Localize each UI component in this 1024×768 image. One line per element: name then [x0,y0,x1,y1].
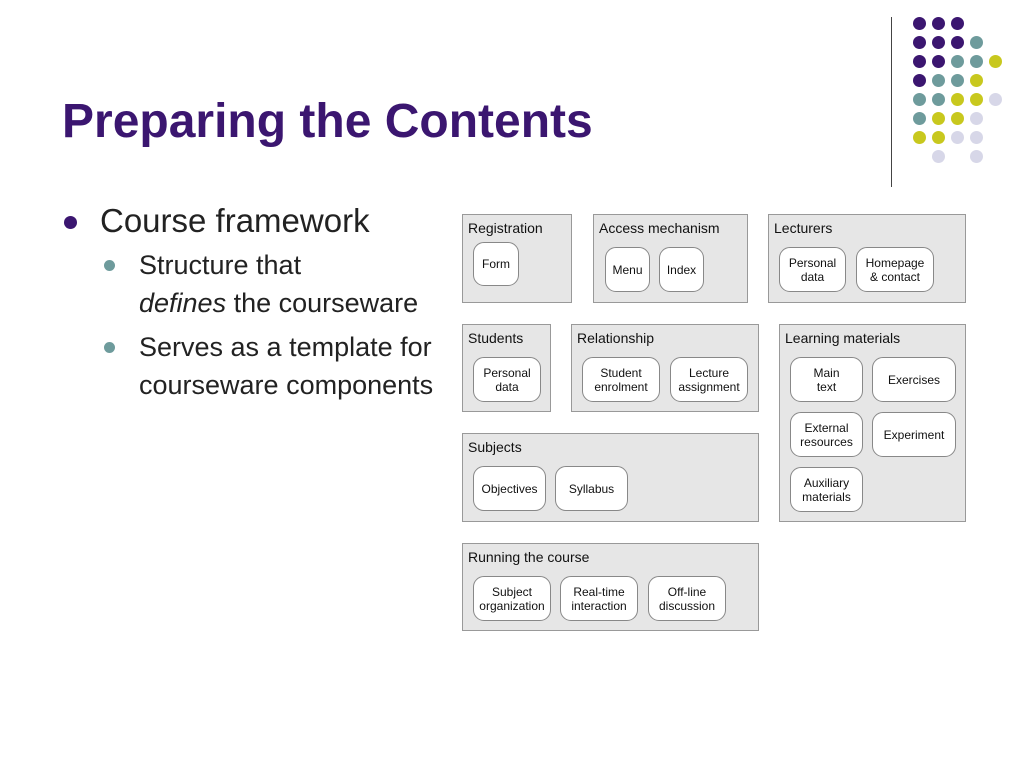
decorative-dot [951,112,964,125]
box-index: Index [659,247,704,292]
box-homepage-contact: Homepage & contact [856,247,934,292]
decorative-dot [951,131,964,144]
decorative-dot [951,36,964,49]
box-form: Form [473,242,519,286]
bullet-course-framework: Course framework [62,202,447,240]
panel-learning-materials: Learning materials Main text Exercises E… [779,324,966,522]
panel-lecturers-title: Lecturers [774,220,833,236]
decorative-dot [970,74,983,87]
sub-bullet-structure: Structure that defines the courseware [62,246,447,322]
decorative-dot [951,17,964,30]
panel-running-the-course-title: Running the course [468,549,590,565]
decorative-dot [913,55,926,68]
box-lecturer-personal-data: Personal data [779,247,846,292]
decorative-dot [970,150,983,163]
box-subject-organization: Subject organization [473,576,551,621]
panel-access-mechanism-title: Access mechanism [599,220,720,236]
box-syllabus: Syllabus [555,466,628,511]
panel-students-title: Students [468,330,524,346]
slide-title: Preparing the Contents [62,95,593,148]
decorative-dot [913,93,926,106]
box-auxiliary-materials: Auxiliary materials [790,467,863,512]
panel-subjects-title: Subjects [468,439,522,455]
decorative-dot [970,55,983,68]
decorative-dot [932,150,945,163]
decorative-dot [932,93,945,106]
decorative-dot [970,131,983,144]
decorative-dot [913,17,926,30]
sub-bullet-template: Serves as a template for courseware comp… [62,328,447,404]
sub-bullet-structure-text-1: Structure that [139,250,302,280]
box-student-enrolment: Student enrolment [582,357,660,402]
panel-access-mechanism: Access mechanism Menu Index [593,214,748,303]
panel-lecturers: Lecturers Personal data Homepage & conta… [768,214,966,303]
panel-registration-title: Registration [468,220,543,236]
decorative-dot [913,131,926,144]
decorative-dot [970,36,983,49]
sub-bullet-structure-text-2: the courseware [233,288,419,318]
bullet-list: Course framework Structure that defines t… [62,202,447,404]
decorative-dot [932,17,945,30]
decorative-dot [913,112,926,125]
box-objectives: Objectives [473,466,546,511]
decorative-dot [932,112,945,125]
panel-learning-materials-title: Learning materials [785,330,901,346]
panel-students: Students Personal data [462,324,551,412]
decorative-dot [989,93,1002,106]
decorative-dot [989,55,1002,68]
decorative-dot [951,93,964,106]
panel-subjects: Subjects Objectives Syllabus [462,433,759,522]
sub-bullet-structure-italic: defines [139,288,227,318]
decorative-dot [970,112,983,125]
decorative-dot [970,93,983,106]
decorative-divider-line [891,17,892,187]
decorative-dot [932,74,945,87]
panel-registration: Registration Form [462,214,572,303]
box-exercises: Exercises [872,357,956,402]
decorative-dot [913,36,926,49]
decorative-dot [932,36,945,49]
panel-relationship: Relationship Student enrolment Lecture a… [571,324,759,412]
decorative-dot [951,74,964,87]
box-main-text: Main text [790,357,863,402]
decorative-dot [932,55,945,68]
box-lecture-assignment: Lecture assignment [670,357,748,402]
box-external-resources: External resources [790,412,863,457]
box-experiment: Experiment [872,412,956,457]
decorative-dot [913,74,926,87]
panel-relationship-title: Relationship [577,330,655,346]
box-off-line-discussion: Off-line discussion [648,576,726,621]
box-real-time-interaction: Real-time interaction [560,576,638,621]
decorative-dot [951,55,964,68]
box-menu: Menu [605,247,650,292]
decorative-dot [932,131,945,144]
box-student-personal-data: Personal data [473,357,541,402]
panel-running-the-course: Running the course Subject organization … [462,543,759,631]
